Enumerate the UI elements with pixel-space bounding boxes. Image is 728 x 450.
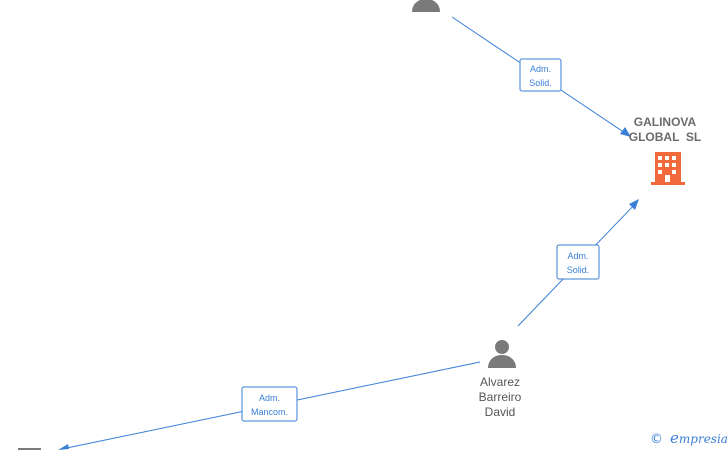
edge-top-to-company: Adm. Solid. bbox=[451, 16, 631, 137]
person-icon bbox=[18, 448, 41, 450]
edge-label-alvarez-to-bottom-left[interactable]: Adm. Mancom. bbox=[241, 386, 298, 422]
edge-label-top-to-company[interactable]: Adm. Solid. bbox=[519, 58, 562, 92]
edge-label-box bbox=[556, 244, 600, 280]
edge-label-line-1: Adm. bbox=[567, 251, 588, 261]
arrowhead bbox=[620, 127, 631, 137]
person-name-line-2: Barreiro bbox=[479, 390, 522, 404]
person-icon bbox=[488, 340, 516, 368]
person-node-alvarez[interactable]: Alvarez Barreiro David bbox=[479, 340, 522, 419]
watermark: © empresia bbox=[650, 429, 728, 447]
edge-label-line-1: Adm. bbox=[259, 393, 280, 403]
edge-label-line-2: Solid. bbox=[529, 78, 552, 88]
edge-label-alvarez-to-company[interactable]: Adm. Solid. bbox=[556, 244, 600, 280]
company-name-line-2: GLOBAL SL bbox=[629, 130, 701, 144]
edge-label-line-2: Mancom. bbox=[251, 407, 288, 417]
person-name-line-3: David bbox=[485, 405, 516, 419]
edge-alvarez-to-company: Adm. Solid. bbox=[517, 199, 639, 327]
building-icon bbox=[651, 152, 685, 185]
edge-label-box bbox=[519, 58, 562, 92]
arrowhead bbox=[58, 444, 69, 450]
brand-initial: e bbox=[670, 429, 679, 447]
edge-label-line-1: Adm. bbox=[530, 64, 551, 74]
person-node-top[interactable] bbox=[412, 0, 440, 12]
company-node-galinova[interactable]: GALINOVA GLOBAL SL bbox=[629, 115, 701, 185]
arrowhead bbox=[629, 199, 639, 210]
person-icon bbox=[412, 0, 440, 12]
person-name-line-1: Alvarez bbox=[480, 375, 520, 389]
copyright-icon: © bbox=[650, 432, 663, 447]
edge-alvarez-to-bottom-left: Adm. Mancom. bbox=[58, 361, 481, 450]
brand-rest: mpresia bbox=[679, 432, 728, 446]
person-node-bottom-left[interactable] bbox=[18, 448, 41, 450]
brand-logo: empresia bbox=[670, 429, 728, 447]
edge-label-box bbox=[241, 386, 298, 422]
edge-label-line-2: Solid. bbox=[567, 265, 590, 275]
company-name-line-1: GALINOVA bbox=[634, 115, 697, 129]
